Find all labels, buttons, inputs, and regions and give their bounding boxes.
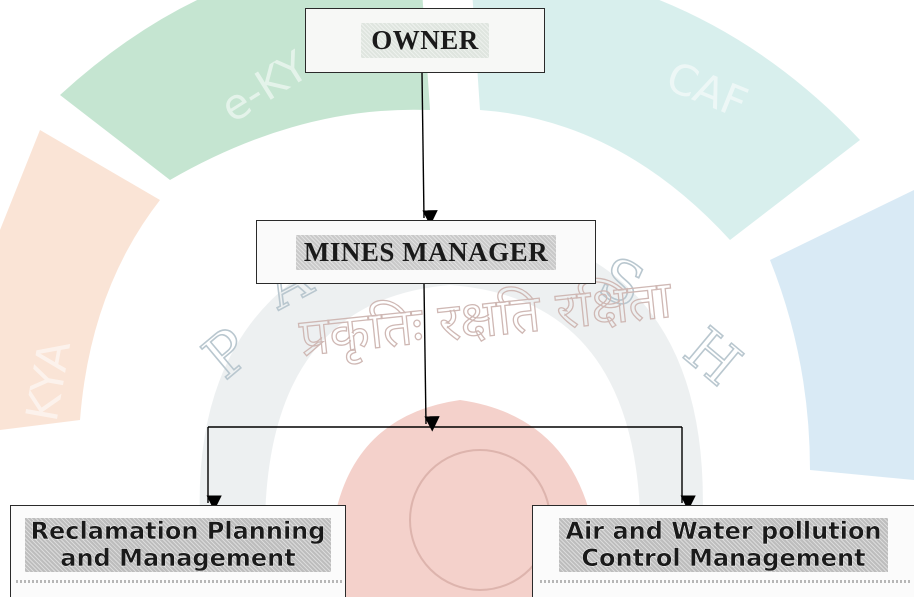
reclamation-planning-label-line-2: and Management	[60, 544, 296, 572]
scan-artifact-right	[540, 580, 910, 583]
reclamation-planning-box: Reclamation Planning and Management	[10, 505, 346, 597]
pollution-control-label-line-1: Air and Water pollution	[565, 517, 882, 545]
watermark-segment-blue	[770, 190, 914, 480]
scan-artifact-left	[16, 580, 342, 583]
reclamation-planning-label: Reclamation Planning and Management	[24, 517, 332, 572]
watermark-segment-teal	[472, 0, 860, 240]
owner-label: OWNER	[361, 23, 489, 58]
mines-manager-box: MINES MANAGER	[256, 220, 596, 284]
pollution-control-box: Air and Water pollution Control Manageme…	[532, 505, 914, 597]
watermark-segment-orange	[0, 130, 160, 430]
watermark-inner-grey-ring	[199, 220, 703, 560]
mines-manager-label: MINES MANAGER	[295, 234, 557, 270]
pollution-control-label: Air and Water pollution Control Manageme…	[559, 517, 888, 572]
reclamation-planning-label-line-1: Reclamation Planning	[30, 517, 326, 545]
pollution-control-label-line-2: Control Management	[581, 544, 866, 572]
owner-box: OWNER	[305, 8, 545, 73]
